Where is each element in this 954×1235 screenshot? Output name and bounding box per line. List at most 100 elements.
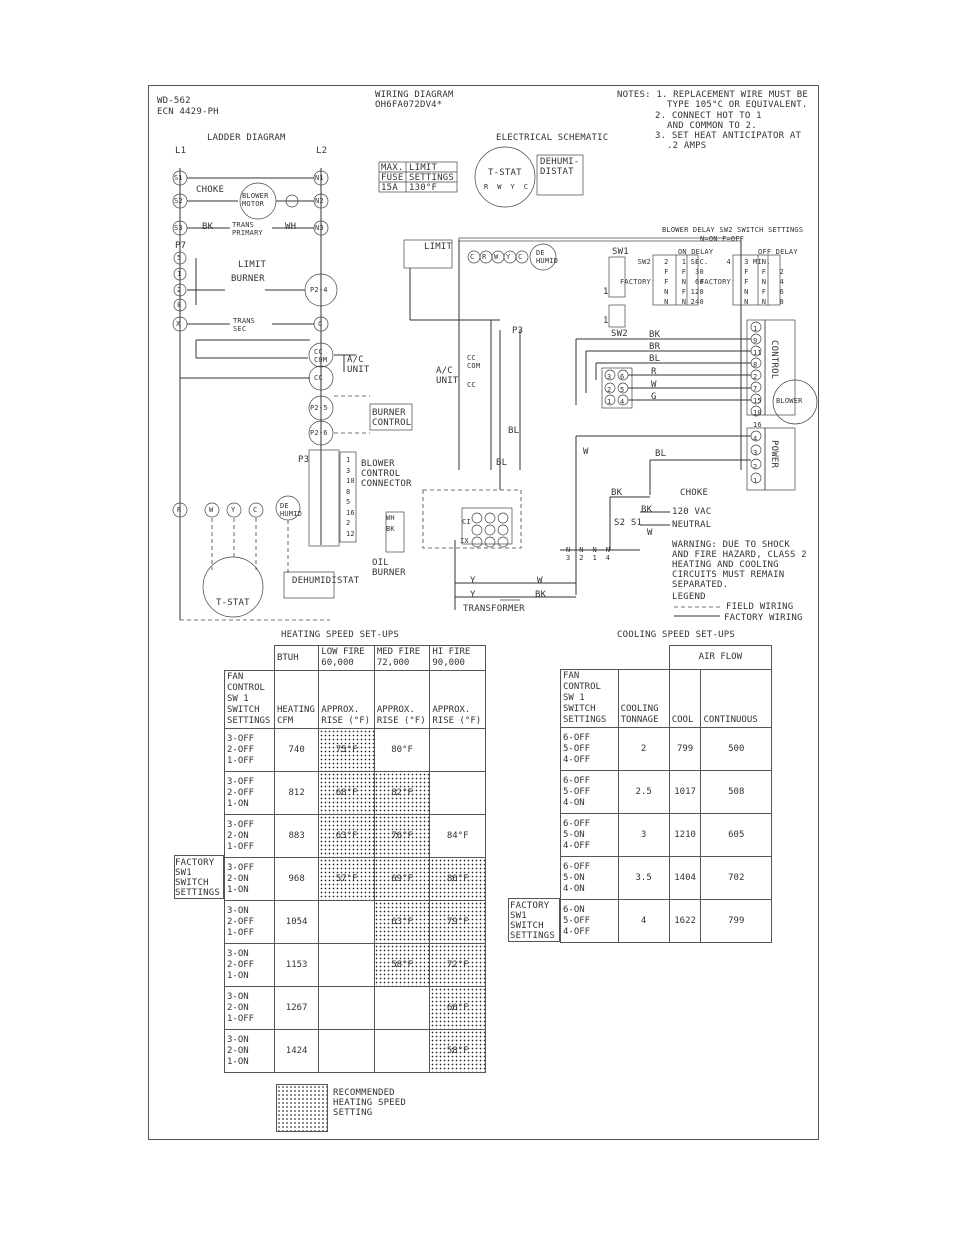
term-s3: S3 (174, 224, 183, 232)
burner-label: BURNER (231, 274, 265, 284)
heating-cell-cfm: 812 (273, 771, 320, 815)
heating-cell-cfm: 968 (273, 857, 320, 901)
wire-r: R (651, 367, 657, 377)
fuse-r1c1: FUSE (381, 173, 404, 183)
bl-wire-2: BL (496, 458, 508, 468)
heating-cell-low (318, 900, 375, 944)
cooling-cell-cool: 799 (668, 727, 702, 771)
relay-labels: N N N N 3 2 1 4 (566, 546, 611, 562)
heating-cell-med: 76°F (373, 814, 431, 858)
fuse-r2c2: 130°F (409, 183, 438, 193)
schematic-ac-unit: A/C UNIT (436, 366, 459, 386)
blower-delay-title: BLOWER DELAY SW2 SWITCH SETTINGS (662, 226, 804, 234)
heating-table: BTUH LOW FIRE 60,000 MED FIRE 72,000 HI … (224, 645, 486, 1073)
term-c2: C (253, 506, 258, 514)
heating-cell-cfm: 1424 (273, 1029, 320, 1073)
heating-cfm-header: HEATING CFM (273, 670, 320, 729)
transformer-label: TRANSFORMER (463, 604, 525, 614)
cooling-table: AIR FLOW FAN CONTROL SW 1 SWITCH SETTING… (560, 645, 773, 943)
p7-pin-1: 1 (177, 270, 182, 278)
sw2-label: SW2 (611, 329, 628, 339)
blower-motor-label: BLOWER MOTOR (242, 192, 269, 208)
on-delay-table: SW2 2 1 SEC. F F 30 FACTORY F N 60 N F 1… (620, 258, 709, 306)
term-s2: S2 (174, 197, 183, 205)
ci-label: CI (462, 518, 471, 526)
blower-delay-subtitle: N=ON F=OFF (700, 235, 745, 243)
wire-br: BR (649, 342, 661, 352)
off-delay-table: 4 3 MIN. F F 2 FACTORY F N 4 N F 6 N N 8 (700, 258, 784, 306)
dehumidistat-label: DEHUMIDISTAT (292, 576, 360, 586)
heating-cell-cfm: 1153 (273, 943, 320, 987)
heating-cell-sw: 3-ON 2-ON 1-ON (224, 1029, 275, 1073)
heating-cell-hi (429, 728, 486, 772)
cooling-cell-cont: 799 (700, 899, 772, 943)
conn-pins-right: 6 5 4 (620, 373, 625, 406)
trans-primary-label: TRANS PRIMARY (232, 221, 263, 237)
power-pins: 4 3 2 1 (753, 435, 758, 485)
blower-label: BLOWER (776, 397, 803, 405)
heating-cell-low: 57°F (318, 857, 375, 901)
cooling-continuous-header: CONTINUOUS (700, 669, 772, 728)
heating-cell-hi: 58°F (429, 1029, 486, 1073)
choke-label: CHOKE (196, 185, 225, 195)
fuse-r1c2: SETTINGS (409, 173, 454, 183)
heating-cell-hi: 79°F (429, 900, 486, 944)
note-2b: AND COMMON TO 2. (667, 121, 757, 131)
heating-cell-low (318, 1029, 375, 1073)
heating-fire-hi: HI FIRE 90,000 (429, 645, 486, 671)
heating-cell-low: 75°F (318, 728, 375, 772)
conn-pins-left: 3 2 1 (607, 373, 612, 406)
schematic-de-humid: DE HUMID (536, 249, 559, 265)
wire-bk: BK (649, 330, 661, 340)
cc-com-label: CC COM (314, 348, 328, 364)
cooling-cell-cont: 702 (700, 856, 772, 900)
cc-label: CC (314, 374, 323, 382)
y-label-1: Y (470, 576, 476, 586)
strip-c1: C (470, 253, 475, 261)
schematic-p3: P3 (512, 326, 524, 336)
cooling-cell-sw: 6-OFF 5-ON 4-ON (560, 856, 619, 900)
schematic-title: ELECTRICAL SCHEMATIC (496, 133, 609, 143)
cooling-cell-cont: 500 (700, 727, 772, 771)
p24-label: P2-4 (310, 286, 328, 294)
wire-w: W (651, 380, 657, 390)
heating-cell-sw: 3-ON 2-OFF 1-OFF (224, 900, 275, 944)
heating-cell-sw: 3-OFF 2-OFF 1-ON (224, 771, 275, 815)
off-delay-label: OFF DELAY (758, 248, 798, 256)
cooling-cell-ton: 2.5 (617, 770, 670, 814)
term-r: R (177, 506, 182, 514)
cooling-cool-header: COOL (668, 669, 702, 728)
heating-cell-hi: 86°F (429, 857, 486, 901)
term-c: C (318, 320, 323, 328)
p25-label: P2-5 (310, 404, 328, 412)
control-pins: 1 9 11 8 2 7 15 10 16 (753, 325, 762, 429)
bk-label-4: BK (386, 525, 395, 533)
cooling-cell-cont: 605 (700, 813, 772, 857)
wh-label-2: WH (386, 514, 395, 522)
heating-rise-low: APPROX. RISE (°F) (318, 670, 375, 729)
term-n2: N2 (315, 197, 324, 205)
strip-w: W (494, 253, 499, 261)
heating-rise-med: APPROX. RISE (°F) (373, 670, 431, 729)
bk-label: BK (202, 222, 214, 232)
sw2-one: 1 (603, 316, 609, 326)
heating-cell-cfm: 883 (273, 814, 320, 858)
cooling-cell-cool: 1622 (668, 899, 702, 943)
w-label-3: W (647, 528, 653, 538)
p7-pin-8: 8 (177, 301, 182, 309)
cooling-title: COOLING SPEED SET-UPS (617, 630, 735, 640)
heating-cell-med: 82°F (373, 771, 431, 815)
wiring-diagram-sheet (148, 85, 819, 1140)
p7-pin-5: 5 (177, 254, 182, 262)
heating-cell-med: 69°F (373, 857, 431, 901)
note-3b: .2 AMPS (667, 141, 707, 151)
cooling-cell-ton: 2 (617, 727, 670, 771)
cooling-cell-sw: 6-OFF 5-ON 4-OFF (560, 813, 619, 857)
